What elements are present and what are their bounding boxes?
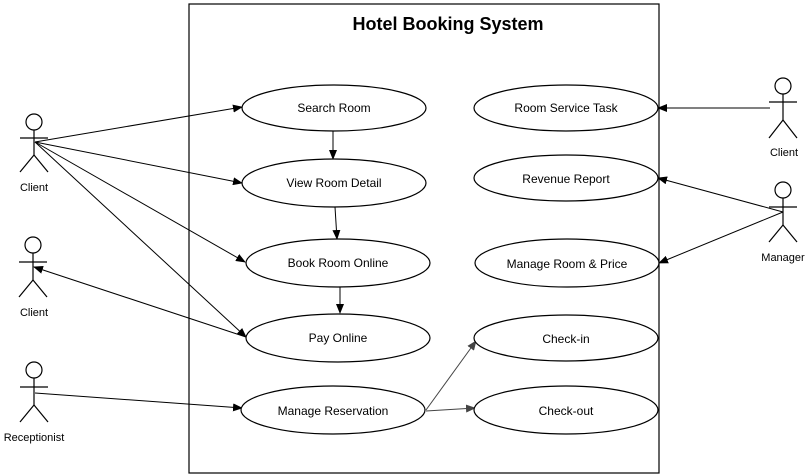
system-title: Hotel Booking System xyxy=(352,14,543,34)
edge-manager-revenue xyxy=(657,176,784,213)
use-case-revenue-report: Revenue Report xyxy=(473,154,659,202)
use-case-manage-room-price: Manage Room & Price xyxy=(474,238,660,288)
use-case-label: Manage Reservation xyxy=(278,404,389,418)
actor-client-mid: Client xyxy=(18,236,48,319)
use-case-label: View Room Detail xyxy=(286,176,381,190)
edge-view-book xyxy=(332,206,341,240)
use-case-check-out: Check-out xyxy=(473,385,659,435)
actor-client-top: Client xyxy=(19,113,49,194)
actor-client-right: Client xyxy=(768,77,798,159)
use-case-label: Room Service Task xyxy=(514,101,618,115)
edge-client-book xyxy=(34,141,246,263)
connectors xyxy=(33,104,784,413)
actor-label: Client xyxy=(20,307,48,319)
use-case-label: Search Room xyxy=(297,101,370,115)
use-case-label: Revenue Report xyxy=(522,172,610,186)
use-case-search-room: Search Room xyxy=(241,84,427,132)
actor-label: Client xyxy=(20,182,48,194)
use-case-label: Check-out xyxy=(539,404,594,418)
edge-client-pay xyxy=(34,141,247,338)
edge-manage-checkout xyxy=(425,404,476,413)
use-case-room-service-task: Room Service Task xyxy=(473,84,659,132)
use-case-check-in: Check-in xyxy=(473,314,659,362)
stick-figure-icon xyxy=(19,113,49,173)
use-case-pay-online: Pay Online xyxy=(245,313,431,363)
edge-pay-client-mid xyxy=(33,266,247,338)
stick-figure-icon xyxy=(768,181,798,243)
use-case-label: Check-in xyxy=(542,332,589,346)
actor-label: Client xyxy=(770,147,798,159)
use-case-label: Pay Online xyxy=(309,331,368,345)
actor-receptionist: Receptionist xyxy=(4,361,65,444)
use-case-label: Book Room Online xyxy=(288,256,389,270)
edge-receptionist-manage xyxy=(34,392,243,412)
actor-manager: Manager xyxy=(761,181,805,264)
stick-figure-icon xyxy=(19,361,49,423)
stick-figure-icon xyxy=(768,77,798,139)
edge-client-view xyxy=(34,141,243,186)
edge-manage-checkin xyxy=(425,340,477,411)
actor-label: Receptionist xyxy=(4,432,65,444)
use-case-label: Manage Room & Price xyxy=(507,257,628,271)
actor-label: Manager xyxy=(761,252,805,264)
use-case-view-room-detail: View Room Detail xyxy=(241,158,427,208)
edge-client-search xyxy=(34,104,243,143)
use-case-manage-reservation: Manage Reservation xyxy=(240,385,426,435)
use-case-book-room-online: Book Room Online xyxy=(245,238,431,288)
stick-figure-icon xyxy=(18,236,48,298)
edge-manager-manageroom xyxy=(658,211,784,264)
